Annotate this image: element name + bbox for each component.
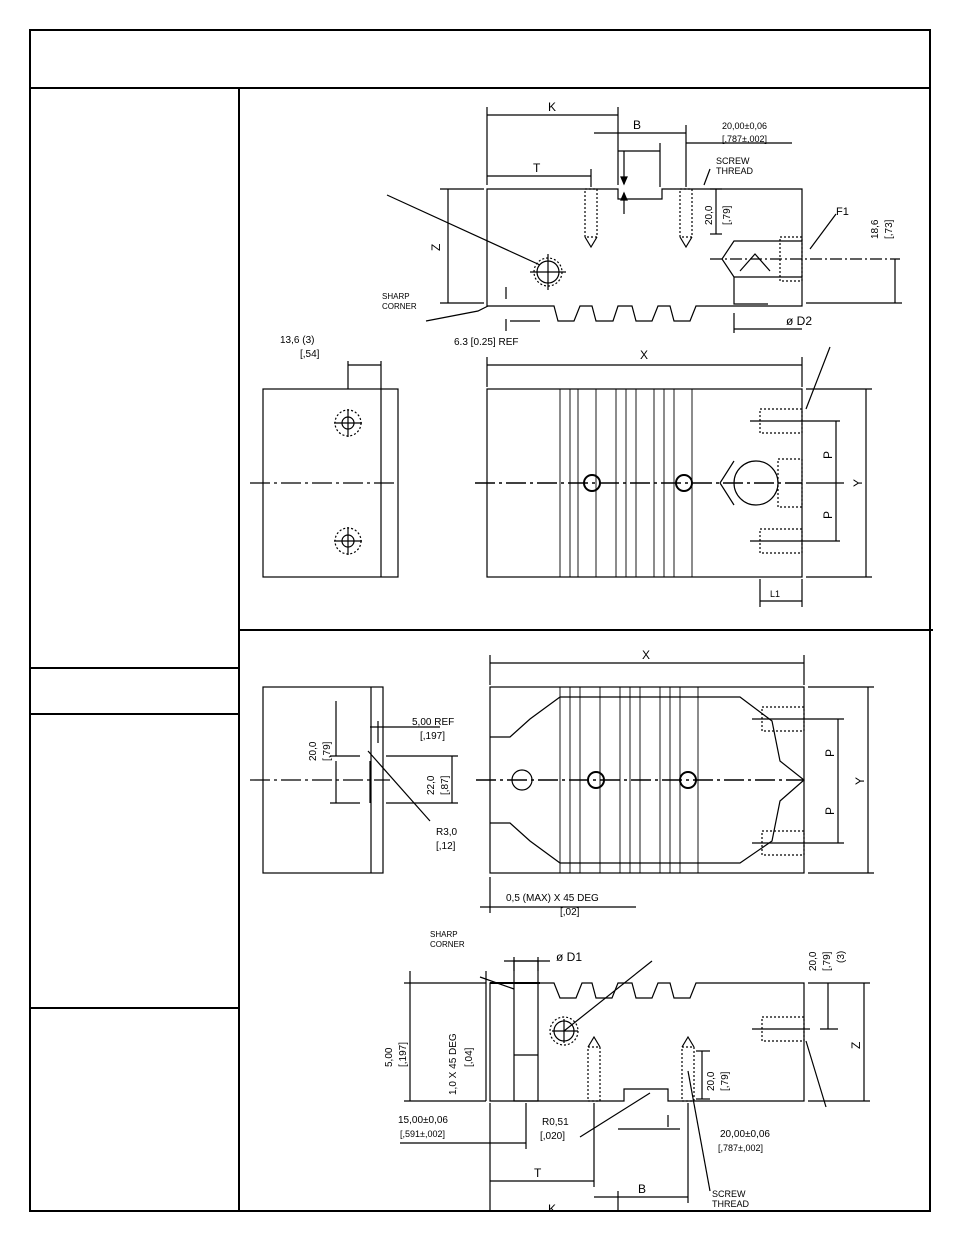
label-79-right: [,79]	[822, 951, 833, 971]
sidebar-cell-2	[31, 713, 238, 1007]
label-20-0-right: 20,0	[808, 951, 819, 971]
thread-hole-left	[587, 1046, 601, 1102]
label-020: [,020]	[540, 1131, 565, 1142]
label-79: [,79]	[722, 205, 733, 225]
label-x: X	[642, 648, 650, 662]
label-5-ref: 5,00 REF	[412, 717, 454, 728]
top-panel: K B T Z X Y P P L1 20,00±0,06 [,787±,002…	[240, 89, 933, 631]
label-d2: ø D2	[786, 314, 812, 328]
sidebar-cell-1	[31, 667, 238, 713]
label-chamfer-10: 1,0 X 45 DEG	[448, 1033, 459, 1095]
label-12: [,12]	[436, 841, 456, 852]
thread-hole-left	[584, 188, 598, 238]
label-79-left: [,79]	[322, 741, 333, 761]
label-screw-1: SCREW	[716, 156, 750, 166]
label-k: K	[548, 1202, 556, 1212]
label-sharp-1: SHARP	[430, 930, 458, 939]
bottom-panel: X Y P P Z T K B 20,0 [,79] 5,00 REF [,19…	[240, 631, 933, 1212]
label-sharp-1: SHARP	[382, 292, 410, 301]
label-z: Z	[429, 244, 443, 251]
label-04: [,04]	[464, 1047, 475, 1067]
label-z: Z	[849, 1042, 863, 1049]
label-5-00: 5,00	[384, 1047, 395, 1067]
label-02: [,02]	[560, 907, 580, 918]
label-sharp-2: CORNER	[382, 302, 417, 311]
label-197: [,197]	[398, 1042, 409, 1067]
label-15-00: 15,00±0,06	[398, 1115, 448, 1126]
label-3: (3)	[836, 951, 847, 963]
thread-tip-right	[679, 236, 693, 249]
label-22-0: 22,0	[426, 775, 437, 795]
label-chamfer: 0,5 (MAX) X 45 DEG	[506, 893, 599, 904]
label-73: [,73]	[884, 219, 895, 239]
label-p1: P	[821, 451, 835, 459]
sidebar	[31, 89, 240, 1210]
label-y: Y	[851, 479, 865, 487]
label-20-00: 20,00±0,06	[720, 1129, 770, 1140]
label-t: T	[534, 1166, 542, 1180]
label-screw-2: THREAD	[716, 166, 754, 176]
label-r051: R0,51	[542, 1117, 569, 1128]
label-d1: ø D1	[556, 950, 582, 964]
label-87: [,87]	[440, 775, 451, 795]
label-screw-1: SCREW	[712, 1189, 746, 1199]
label-20-0-thread: 20,0	[706, 1071, 717, 1091]
label-79-thread: [,79]	[720, 1071, 731, 1091]
sidebar-cell-3	[31, 1007, 238, 1212]
label-r3: R3,0	[436, 827, 458, 838]
title-block	[31, 31, 929, 89]
label-x: X	[640, 348, 648, 362]
label-f1: F1	[836, 206, 849, 218]
label-20-0: 20,0	[704, 205, 715, 225]
label-t: T	[533, 161, 541, 175]
label-screw-2: THREAD	[712, 1199, 750, 1209]
label-sharp-2: CORNER	[430, 940, 465, 949]
side-view-outline	[489, 982, 805, 1102]
label-787: [,787±,002]	[718, 1143, 763, 1153]
thread-hole-right	[681, 1046, 695, 1102]
label-p2: P	[821, 511, 835, 519]
label-b: B	[633, 118, 641, 132]
thread-hole-right	[679, 188, 693, 238]
label-787: [,787±,002]	[722, 134, 767, 144]
label-591: [,591±,002]	[400, 1129, 445, 1139]
label-ref: 6.3 [0.25] REF	[454, 337, 518, 348]
label-54: [,54]	[300, 349, 320, 360]
top-drawing: K B T Z X Y P P L1 20,00±0,06 [,787±,002…	[250, 100, 902, 607]
label-k: K	[548, 100, 556, 114]
label-20-tol: 20,00±0,06	[722, 121, 767, 131]
bottom-drawing: X Y P P Z T K B 20,0 [,79] 5,00 REF [,19…	[250, 648, 874, 1212]
label-l1: L1	[770, 589, 780, 599]
thread-tip-left	[584, 236, 598, 249]
label-13-6: 13,6 (3)	[280, 335, 314, 346]
label-y: Y	[853, 777, 867, 785]
label-p2: P	[823, 807, 837, 815]
label-197-ref: [,197]	[420, 731, 445, 742]
side-view-outline	[486, 188, 803, 322]
label-b: B	[638, 1182, 646, 1196]
label-20-0-left: 20,0	[308, 741, 319, 761]
label-p1: P	[823, 749, 837, 757]
label-18-6: 18,6	[870, 219, 881, 239]
drawing-frame: K B T Z X Y P P L1 20,00±0,06 [,787±,002…	[29, 29, 933, 1212]
manifold-profile	[490, 696, 805, 864]
